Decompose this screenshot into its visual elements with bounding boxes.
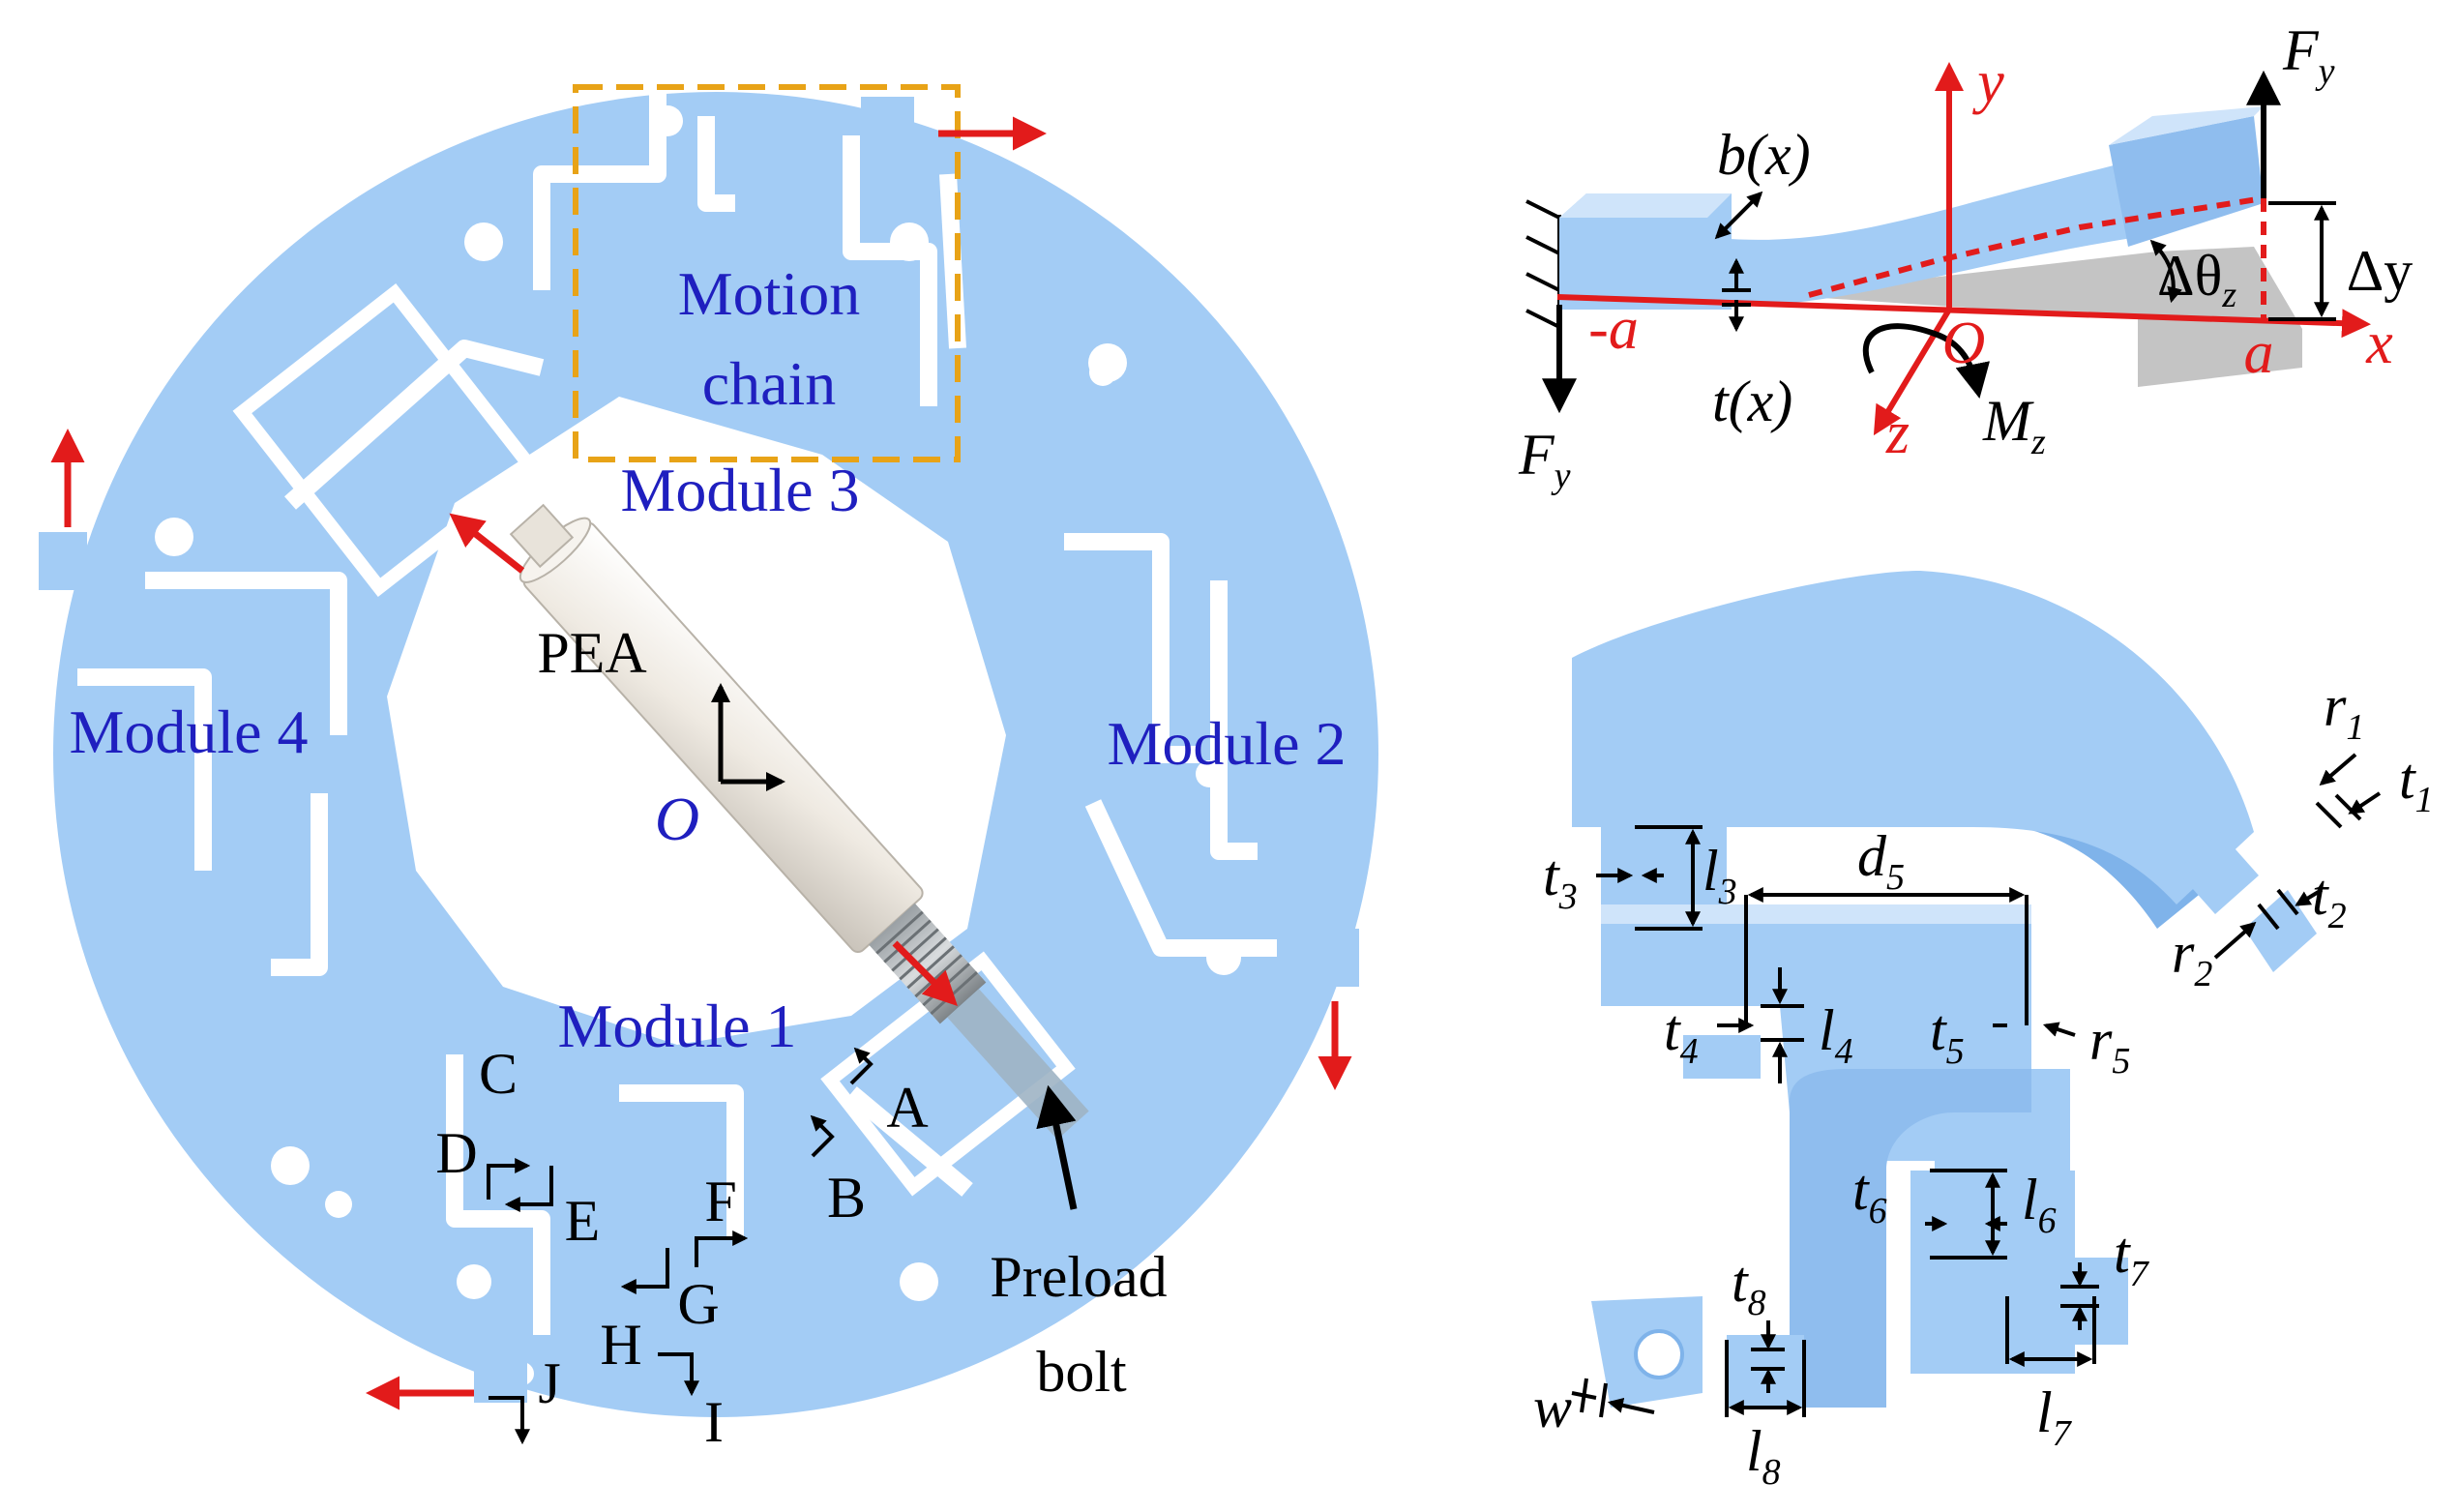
part-bar-upper: [1601, 924, 2031, 1006]
bolt-force-arrow: [1036, 1084, 1078, 1210]
hinge-label-g: G: [677, 1272, 719, 1336]
motion-chain-label-line2: chain: [702, 349, 837, 418]
part-dimension-lines: [1571, 753, 2382, 1418]
fy-top-label: Fy: [2282, 18, 2335, 92]
hinge-label-j: J: [538, 1351, 560, 1415]
dim-w: w: [1533, 1376, 1572, 1439]
origin-frame: [711, 683, 785, 791]
part-top-lever: [1572, 571, 2254, 904]
part-lower-right-step: [2012, 1258, 2128, 1345]
preload-label-line1: Preload: [990, 1245, 1167, 1309]
module1-label: Module 1: [557, 992, 796, 1060]
dim-t5: t5: [1930, 998, 1965, 1072]
beam-origin-label: O: [1942, 311, 1986, 376]
hinge-label-e: E: [565, 1189, 601, 1253]
dim-l6: l6: [2022, 1168, 2057, 1241]
module2-label: Module 2: [1107, 709, 1346, 778]
part-hinge-block-1: [2177, 832, 2259, 914]
beam-left-block-top: [1559, 193, 1732, 218]
part-mount-hole: [1634, 1329, 1684, 1379]
dim-t2: t2: [2312, 863, 2347, 936]
dim-t8: t8: [1732, 1250, 1766, 1323]
x-axis-label: x: [2365, 311, 2393, 376]
flexure-part-diagram: r1 t1 t2 r2 t3 l3 d5 t4 l4 t5 r5 t6 l6 t…: [1533, 571, 2434, 1493]
hinge-label-a: A: [886, 1076, 928, 1140]
part-bar-upper-top: [1601, 904, 2031, 924]
fy-bottom-label: Fy: [1518, 423, 1571, 496]
y-axis-label: y: [1971, 49, 2004, 115]
module3-label: Module 3: [620, 456, 859, 524]
hinge-label-f: F: [704, 1170, 736, 1233]
delta-y-label: Δy: [2347, 239, 2414, 303]
delta-theta-label: Δθz: [2157, 244, 2236, 315]
pos-a-label: a: [2244, 320, 2274, 386]
dim-t1: t1: [2399, 747, 2434, 820]
mounting-holes: [51, 105, 1347, 1385]
hinge-label-d: D: [435, 1121, 477, 1185]
beam-dimensions: [1714, 191, 2336, 333]
dim-r1: r1: [2324, 674, 2364, 748]
motion-chain-label-line1: Motion: [678, 259, 860, 328]
dim-t4: t4: [1664, 998, 1699, 1072]
dim-d5: d5: [1857, 824, 1905, 898]
hinge-label-h: H: [600, 1313, 641, 1377]
mz-label: Mz: [1982, 389, 2046, 462]
beam-flexure: [1707, 160, 2138, 306]
dim-r2: r2: [2172, 921, 2212, 994]
module1-frame-right: [820, 951, 1076, 1197]
dim-r5: r5: [2089, 1008, 2130, 1082]
width-label: b(x): [1717, 123, 1811, 187]
module4-label: Module 4: [69, 697, 308, 766]
pea-label: PEA: [537, 621, 646, 685]
motion-chain-box: [573, 84, 961, 462]
origin-label: O: [655, 785, 699, 853]
part-elbow: [1790, 1069, 2031, 1408]
neg-a-label: -a: [1588, 296, 1639, 362]
beam-axes: [1556, 62, 2371, 436]
output-tabs: [39, 97, 1359, 1403]
hinge-label-b: B: [827, 1166, 866, 1230]
preload-label-line2: bolt: [1036, 1340, 1127, 1404]
dim-t7: t7: [2114, 1221, 2150, 1294]
beam-left-block: [1559, 193, 1732, 310]
beam-right-block: [2109, 116, 2264, 247]
hinge-frames: [487, 1047, 874, 1445]
dim-t3: t3: [1543, 844, 1578, 917]
beam-model-diagram: b(x) t(x) -a a y x z O Δy Δθz Fy Fy Mz: [1518, 18, 2413, 496]
output-motion-arrows: [50, 116, 1352, 1410]
dim-t6: t6: [1852, 1158, 1887, 1231]
deflection-dashed-line: [1808, 195, 2265, 298]
part-left-pad: [1683, 1035, 1761, 1079]
module-slots: [77, 77, 1277, 1335]
thickness-label: t(x): [1712, 370, 1792, 433]
part-foot: [1727, 1335, 1804, 1408]
dim-l3: l3: [1703, 839, 1737, 912]
fixed-support: [1525, 199, 1561, 358]
dim-l7: l7: [2036, 1380, 2073, 1454]
beam-forces: [1542, 70, 2281, 414]
dim-l8: l8: [1746, 1419, 1781, 1493]
dim-l4: l4: [1819, 998, 1853, 1072]
hinge-label-i: I: [704, 1390, 724, 1454]
beam-right-block-top: [2109, 106, 2264, 145]
part-hinge-block-2: [2244, 890, 2317, 972]
hinge-label-c: C: [479, 1042, 518, 1106]
stage-diagram: Motion chain Module 3 Module 4 Module 2 …: [39, 77, 1378, 1454]
z-axis-label: z: [1885, 400, 1910, 466]
